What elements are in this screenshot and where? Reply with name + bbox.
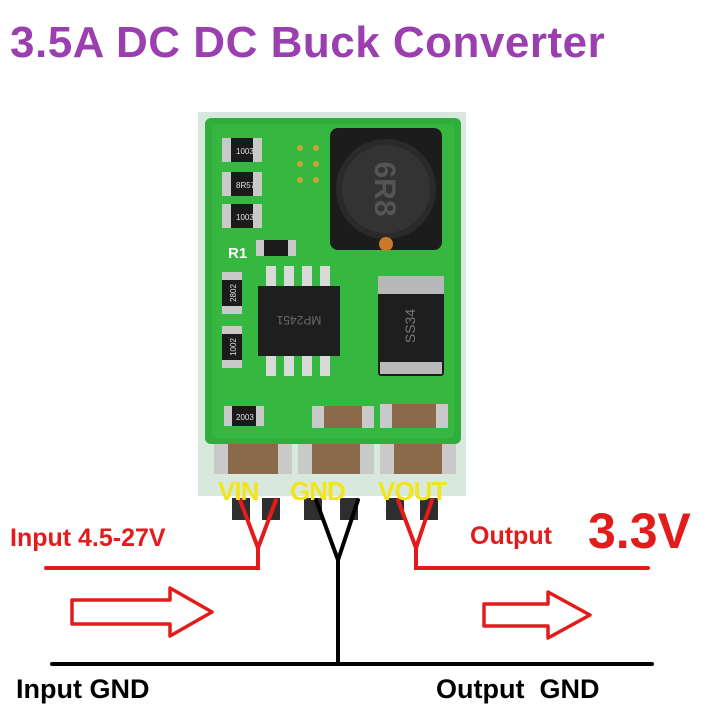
marking-resistor-low: 1003 (236, 213, 254, 222)
smd-resistor-top (222, 138, 262, 162)
output-label: Output (470, 522, 552, 550)
smd-resistor-r1 (256, 240, 296, 256)
marking-resistor-bottom: 2003 (236, 413, 254, 422)
output-voltage-label: 3.3V (588, 503, 691, 559)
marking-ic: MP2451 (276, 313, 321, 327)
smd-capacitor-mid (312, 406, 374, 428)
page-title: 3.5A DC DC Buck Converter (10, 18, 606, 67)
smd-resistor-low (222, 204, 262, 228)
inductor: 6R8 (330, 128, 442, 251)
output-arrow-icon (482, 590, 592, 640)
smd-capacitor-right (380, 404, 448, 428)
marking-diode: SS34 (402, 309, 418, 343)
marking-resistor-top: 1003 (236, 147, 254, 156)
pin-label-vin: VIN (218, 476, 259, 506)
smd-resistor-bottom (224, 406, 264, 426)
capacitor-row (214, 444, 456, 474)
marking-resistor-side-a: 2802 (229, 284, 238, 302)
marking-r1: R1 (228, 245, 247, 262)
marking-inductor: 6R8 (368, 161, 401, 216)
marking-resistor-mid: 8R57 (236, 181, 256, 190)
marking-resistor-side-b: 1002 (229, 338, 238, 356)
pin-label-vout: VOUT (378, 476, 447, 506)
input-voltage-label: Input 4.5-27V (10, 524, 166, 552)
pcb-vias (297, 145, 319, 183)
input-arrow-icon (70, 586, 214, 638)
input-gnd-label: Input GND (16, 674, 150, 704)
pin-label-gnd: GND (290, 476, 346, 506)
output-wire (396, 498, 650, 570)
smd-resistor-mid (222, 172, 262, 196)
diode: SS34 (378, 276, 444, 376)
ground-wire (50, 498, 654, 666)
ic-chip: MP2451 (258, 266, 340, 376)
smd-resistor-side-b (222, 326, 242, 368)
input-wire (44, 498, 278, 570)
output-gnd-label: Output GND (436, 674, 600, 704)
smd-resistor-side-a (222, 272, 242, 314)
